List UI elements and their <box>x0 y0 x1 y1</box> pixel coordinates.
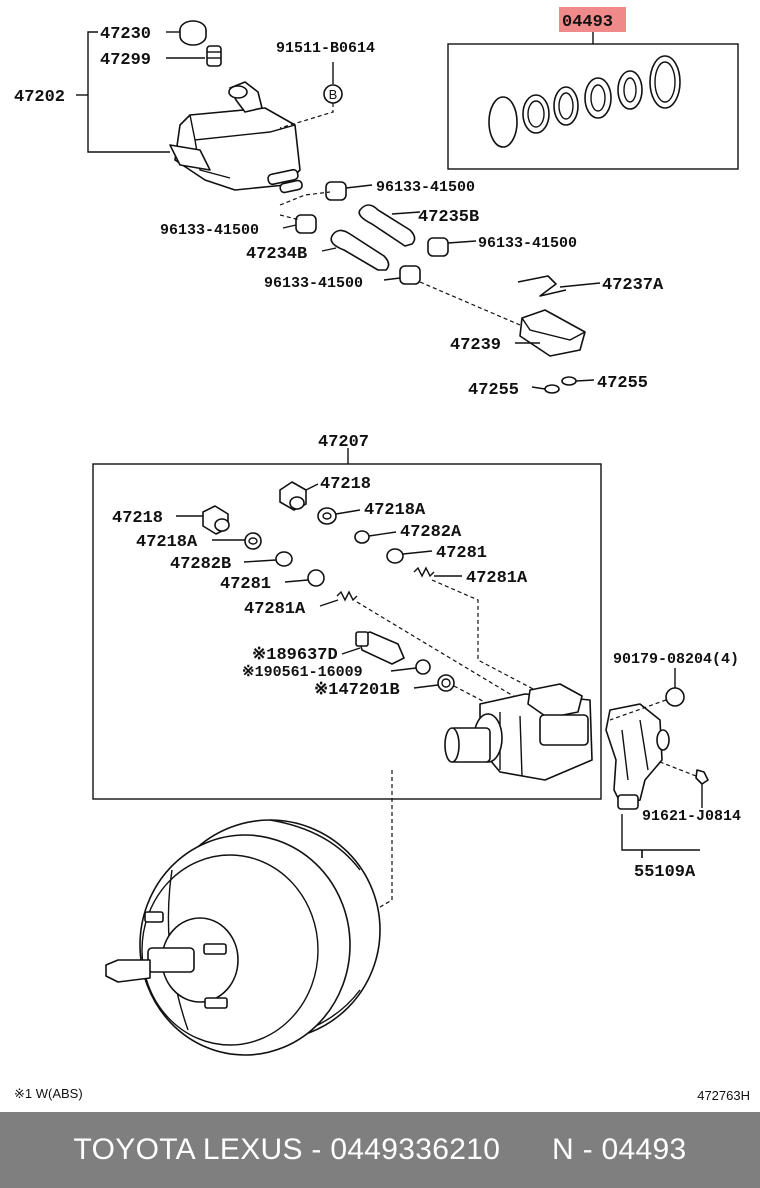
washer-47255-a <box>544 384 560 394</box>
master-cylinder-group <box>92 448 602 800</box>
seal-47282a <box>354 530 397 544</box>
plug-47218-a <box>279 481 319 511</box>
kit-box <box>447 43 739 170</box>
label-47255-a: 47255 <box>468 381 519 400</box>
hose-47235b <box>358 204 416 247</box>
spring-47281a-a <box>413 566 536 691</box>
footer-spacer <box>500 1133 552 1167</box>
label-47218a-a: 47218A <box>364 501 426 520</box>
label-91621: 91621-J0814 <box>642 808 741 825</box>
brake-booster <box>105 770 393 1056</box>
label-47281-b: 47281 <box>220 575 271 594</box>
label-47235b: 47235B <box>418 208 479 227</box>
footer-part-info: TOYOTA LEXUS - 0449336210 <box>73 1133 501 1166</box>
label-47202: 47202 <box>14 88 65 107</box>
label-96133-a: 96133-41500 <box>376 179 475 196</box>
part-labels: 47230 47299 47202 91511-B0614 04493 9613… <box>14 13 750 1103</box>
bolt-91621 <box>659 761 709 808</box>
label-47207: 47207 <box>318 433 369 452</box>
master-cylinder-box <box>92 463 602 800</box>
spring-47281a-b <box>319 590 521 701</box>
label-47255-b: 47255 <box>597 374 648 393</box>
hose-47234b <box>330 229 390 271</box>
label-47234b: 47234B <box>246 245 307 264</box>
label-90561: ※190561-16009 <box>242 664 363 681</box>
seal-47282b <box>243 551 293 567</box>
o-ring-90561 <box>390 659 431 675</box>
washer-47255-b <box>561 376 577 386</box>
nut-90179 <box>665 687 685 707</box>
strainer-47299 <box>206 45 222 67</box>
label-47218-b: 47218 <box>112 509 163 528</box>
callout-b-letter: B <box>329 87 338 102</box>
seal-ring-2 <box>522 94 550 134</box>
hose-clamp-a <box>325 181 373 201</box>
label-96133-d: 96133-41500 <box>264 275 363 292</box>
seal-kit-group <box>447 7 739 170</box>
label-47282a: 47282A <box>400 523 462 542</box>
hose-clamp-d <box>383 265 421 285</box>
label-47218a-b: 47218A <box>136 533 198 552</box>
bracket-55109a <box>605 703 663 807</box>
seal-ring-4 <box>584 77 612 119</box>
kit-number-highlight <box>559 7 626 32</box>
label-96133-c: 96133-41500 <box>478 235 577 252</box>
label-90179: 90179-08204(4) <box>613 651 739 668</box>
label-55109a: 55109A <box>634 863 696 882</box>
hose-clamp-c <box>427 237 477 257</box>
reservoir-group: B <box>76 20 343 194</box>
clip-47237a <box>517 275 567 297</box>
parts-diagram: B <box>14 7 750 1103</box>
plug-47281-b <box>284 569 325 587</box>
label-47218-a: 47218 <box>320 475 371 494</box>
drawing-id: 472763H <box>697 1088 750 1103</box>
label-47201b: ※147201B <box>314 681 400 700</box>
sensor-89637d <box>341 631 405 665</box>
seal-ring-1 <box>488 96 518 148</box>
seal-ring-3 <box>553 86 579 126</box>
footer-kit-number: N - 04493 <box>552 1133 687 1166</box>
o-ring-47201b <box>413 674 501 711</box>
label-91511: 91511-B0614 <box>276 40 375 57</box>
grommet-47218a-b <box>212 532 262 550</box>
hose-clamp-b <box>282 214 317 234</box>
hoses-group <box>279 181 521 326</box>
label-47230: 47230 <box>100 25 151 44</box>
bracket-47239 <box>519 309 586 357</box>
label-47281-a: 47281 <box>436 544 487 563</box>
label-47239: 47239 <box>450 336 501 355</box>
grommet-47218a-a <box>317 507 361 525</box>
abs-note: ※1 W(ABS) <box>14 1086 83 1101</box>
bracket-group <box>515 275 601 394</box>
master-cylinder-body <box>444 683 593 781</box>
label-47282b: 47282B <box>170 555 231 574</box>
label-96133-b: 96133-41500 <box>160 222 259 239</box>
plug-47281-a <box>386 548 433 564</box>
label-47281a-b: 47281A <box>244 600 306 619</box>
footer-bar: TOYOTA LEXUS - 0449336210 N - 04493 <box>0 1112 760 1188</box>
label-47237a: 47237A <box>602 276 664 295</box>
seal-ring-5 <box>617 70 643 110</box>
label-04493: 04493 <box>562 13 613 32</box>
plug-47218-b <box>176 505 230 535</box>
label-47299: 47299 <box>100 51 151 70</box>
label-89637d: ※189637D <box>252 646 338 665</box>
mount-bracket-group <box>605 668 709 858</box>
label-47281a-a: 47281A <box>466 569 528 588</box>
